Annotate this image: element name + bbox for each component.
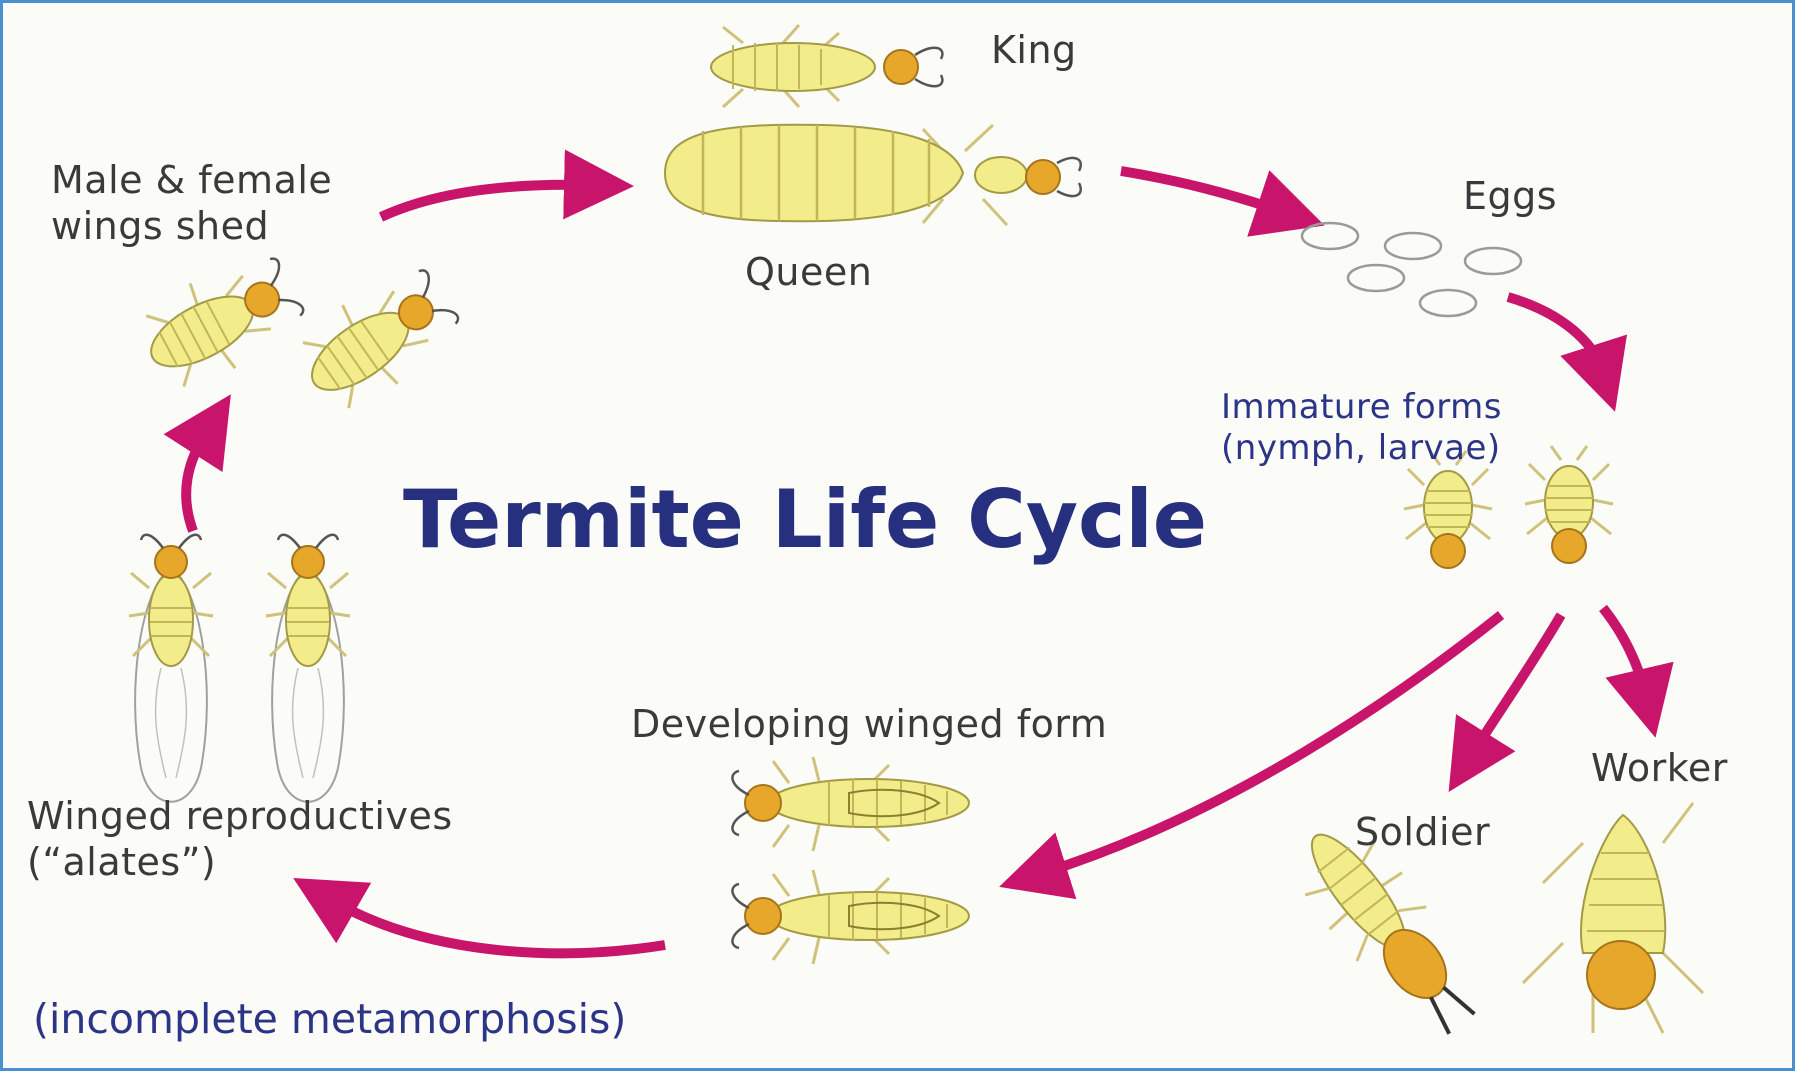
- label-immature-line2: (nymph, larvae): [1221, 428, 1502, 469]
- developing-form-1: [732, 757, 969, 851]
- label-alates-line2: (“alates”): [27, 839, 453, 885]
- diagram-title: Termite Life Cycle: [403, 473, 1207, 566]
- nymph-termite-2: [1525, 446, 1613, 563]
- label-winged-reproductives: Winged reproductives (“alates”): [27, 793, 453, 886]
- alate-termite-1: [129, 535, 213, 802]
- label-eggs: Eggs: [1463, 173, 1557, 219]
- arrow-developing-to-alates: [333, 901, 665, 953]
- developing-form-2: [732, 870, 969, 964]
- label-wings-shed: Male & female wings shed: [51, 157, 332, 250]
- label-king: King: [991, 27, 1077, 73]
- label-developing-winged-form: Developing winged form: [631, 701, 1107, 747]
- arrow-shed-to-royals: [381, 185, 588, 217]
- label-queen: Queen: [745, 249, 872, 295]
- worker-termite: [1523, 803, 1703, 1033]
- arrow-immature-to-soldier: [1473, 615, 1561, 753]
- dealate-termite-1: [130, 242, 313, 400]
- arrow-queen-to-eggs: [1121, 171, 1281, 211]
- label-wings-shed-line2: wings shed: [51, 203, 332, 249]
- label-soldier: Soldier: [1355, 809, 1490, 855]
- label-worker: Worker: [1591, 745, 1728, 791]
- diagram-subtitle: (incomplete metamorphosis): [33, 995, 626, 1043]
- label-immature-forms: Immature forms (nymph, larvae): [1221, 387, 1502, 470]
- label-immature-line1: Immature forms: [1221, 387, 1502, 428]
- queen-termite: [665, 125, 1081, 225]
- label-wings-shed-line1: Male & female: [51, 157, 332, 203]
- alate-termite-2: [266, 535, 350, 802]
- king-termite: [711, 25, 942, 107]
- arrow-alates-to-shed: [186, 433, 206, 531]
- dealate-termite-2: [287, 255, 470, 423]
- arrow-eggs-to-immature: [1508, 297, 1601, 368]
- label-alates-line1: Winged reproductives: [27, 793, 453, 839]
- eggs-cluster: [1302, 223, 1521, 316]
- arrow-immature-to-worker: [1603, 608, 1645, 693]
